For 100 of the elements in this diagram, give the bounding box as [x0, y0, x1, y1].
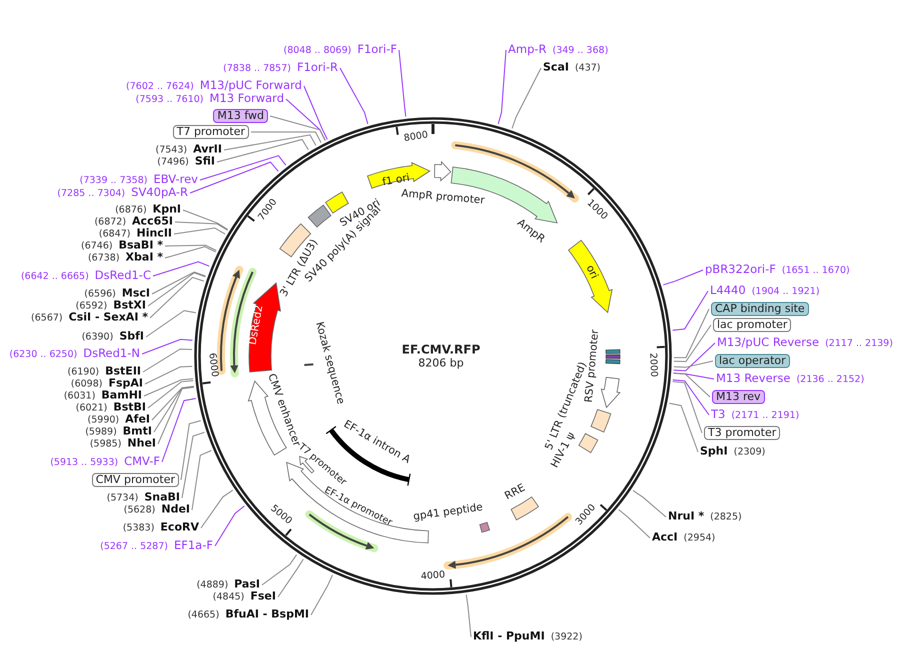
leader-line: [174, 227, 226, 235]
position-label: (6021): [76, 402, 108, 414]
position-label: (6567): [31, 312, 63, 324]
leader-line: [142, 338, 193, 354]
primer-label: F1ori-R: [296, 61, 338, 73]
scale-label: 2000: [648, 352, 658, 377]
leader-line: [304, 86, 328, 140]
position-label: (6390): [82, 332, 114, 344]
leader-line: [150, 276, 204, 318]
leader-line: [673, 360, 714, 368]
leader-line: [466, 594, 472, 638]
position-label: (3922): [550, 632, 582, 644]
leader-line: [148, 380, 194, 408]
enzyme-label: NheI: [127, 438, 156, 450]
leader-line: [148, 272, 206, 306]
primer-label: EBV-rev: [153, 173, 198, 185]
position-label: (7593 .. 7610): [136, 94, 204, 106]
enzyme-label: BstBI: [113, 402, 146, 414]
leader-line: [174, 222, 228, 231]
leader-line: [672, 381, 702, 434]
position-label: (7602 .. 7624): [126, 81, 194, 93]
feature-label: f1 ori: [381, 172, 411, 188]
feature-label: DsRed2: [246, 304, 266, 346]
position-label: (5989): [85, 426, 117, 438]
leader-line: [512, 68, 542, 129]
position-label: (7339 .. 7358): [80, 175, 148, 187]
primer-label: pBR322ori-F: [705, 263, 776, 275]
leader-line: [250, 132, 322, 144]
leader-line: [142, 348, 193, 372]
enzyme-label: CsiI - SexAI *: [68, 312, 148, 324]
leader-line: [262, 554, 298, 586]
enzyme-label: AvrII: [193, 144, 222, 156]
enzyme-label: PasI: [234, 578, 260, 590]
enzyme-label: AccI: [652, 532, 678, 544]
leader-line: [340, 68, 368, 124]
leader-line: [398, 50, 406, 117]
enzyme-label: MscI: [122, 288, 150, 300]
leader-line: [152, 261, 210, 276]
feature-label: ori: [584, 263, 600, 281]
enzyme-label: BstEII: [105, 366, 141, 378]
primer-label: CMV-F: [124, 455, 160, 467]
position-label: (6738): [88, 252, 120, 264]
primer-label: SV40pA-R: [131, 186, 188, 198]
feature-tag: CMV promoter: [92, 473, 179, 487]
position-label: (8048 .. 8069): [283, 45, 352, 57]
position-label: (6596): [84, 288, 116, 300]
leader-line: [200, 155, 286, 180]
leader-line: [214, 506, 245, 546]
leader-line: [672, 372, 714, 380]
position-label: (2171 .. 2191): [731, 410, 800, 422]
leader-line: [144, 378, 194, 396]
leader-line: [632, 490, 666, 518]
leader-line: [668, 402, 698, 452]
position-label: (2117 .. 2139): [825, 338, 893, 350]
position-label: (2825): [710, 512, 742, 524]
position-label: (7543): [156, 144, 188, 156]
position-label: (6642 .. 6665): [20, 271, 89, 283]
leader-line: [278, 558, 304, 598]
leader-line: [310, 574, 333, 616]
position-label: (4665): [188, 610, 220, 622]
leader-line: [154, 386, 194, 432]
enzyme-label: NruI *: [668, 510, 704, 522]
position-label: (7838 .. 7857): [223, 63, 291, 75]
enzyme-label: EcoRV: [160, 522, 199, 534]
leader-line: [672, 372, 710, 398]
primer-label: M13 Reverse: [716, 372, 790, 384]
scale-label: 8000: [402, 130, 428, 144]
leader-line: [662, 270, 704, 286]
position-label: (437): [574, 62, 601, 74]
position-label: (2954): [684, 532, 716, 544]
primer-label: L4440: [710, 284, 746, 296]
position-label: (2309): [734, 446, 766, 458]
primer-label: M13/pUC Forward: [200, 79, 302, 91]
feature-tag: lac promoter: [713, 318, 792, 332]
leader-line: [158, 386, 194, 444]
enzyme-label: KpnI: [152, 204, 181, 216]
primer-label: EF1a-F: [174, 539, 213, 551]
enzyme-label: KflI - PpuMI: [473, 630, 545, 642]
primer-label: DsRed1-N: [83, 347, 140, 359]
feature-label: gp41 peptide: [412, 501, 484, 523]
leader-line: [224, 134, 316, 150]
enzyme-label: ScaI: [543, 62, 569, 74]
feature-label: AmpR promoter: [400, 187, 486, 207]
primer-label: F1ori-F: [357, 43, 397, 55]
position-label: (6847): [98, 228, 130, 240]
enzyme-label: HincII: [136, 228, 172, 240]
scale-label: 6000: [207, 352, 220, 378]
leader-line: [216, 138, 309, 162]
position-label: (6190): [68, 366, 100, 378]
leader-line: [162, 398, 196, 462]
feature-tag: M13 fwd: [213, 109, 268, 123]
leader-line: [270, 116, 326, 141]
feature-tag: T3 promoter: [704, 426, 780, 440]
enzyme-label: Acc65I: [132, 216, 173, 228]
map-title: EF.CMV.RFP: [402, 342, 480, 356]
position-label: (5628): [124, 504, 156, 516]
position-label: (7285 .. 7304): [57, 188, 126, 200]
leader-line: [152, 272, 206, 294]
position-label: (5267 .. 5287): [100, 541, 168, 553]
position-label: (4845): [212, 592, 244, 604]
